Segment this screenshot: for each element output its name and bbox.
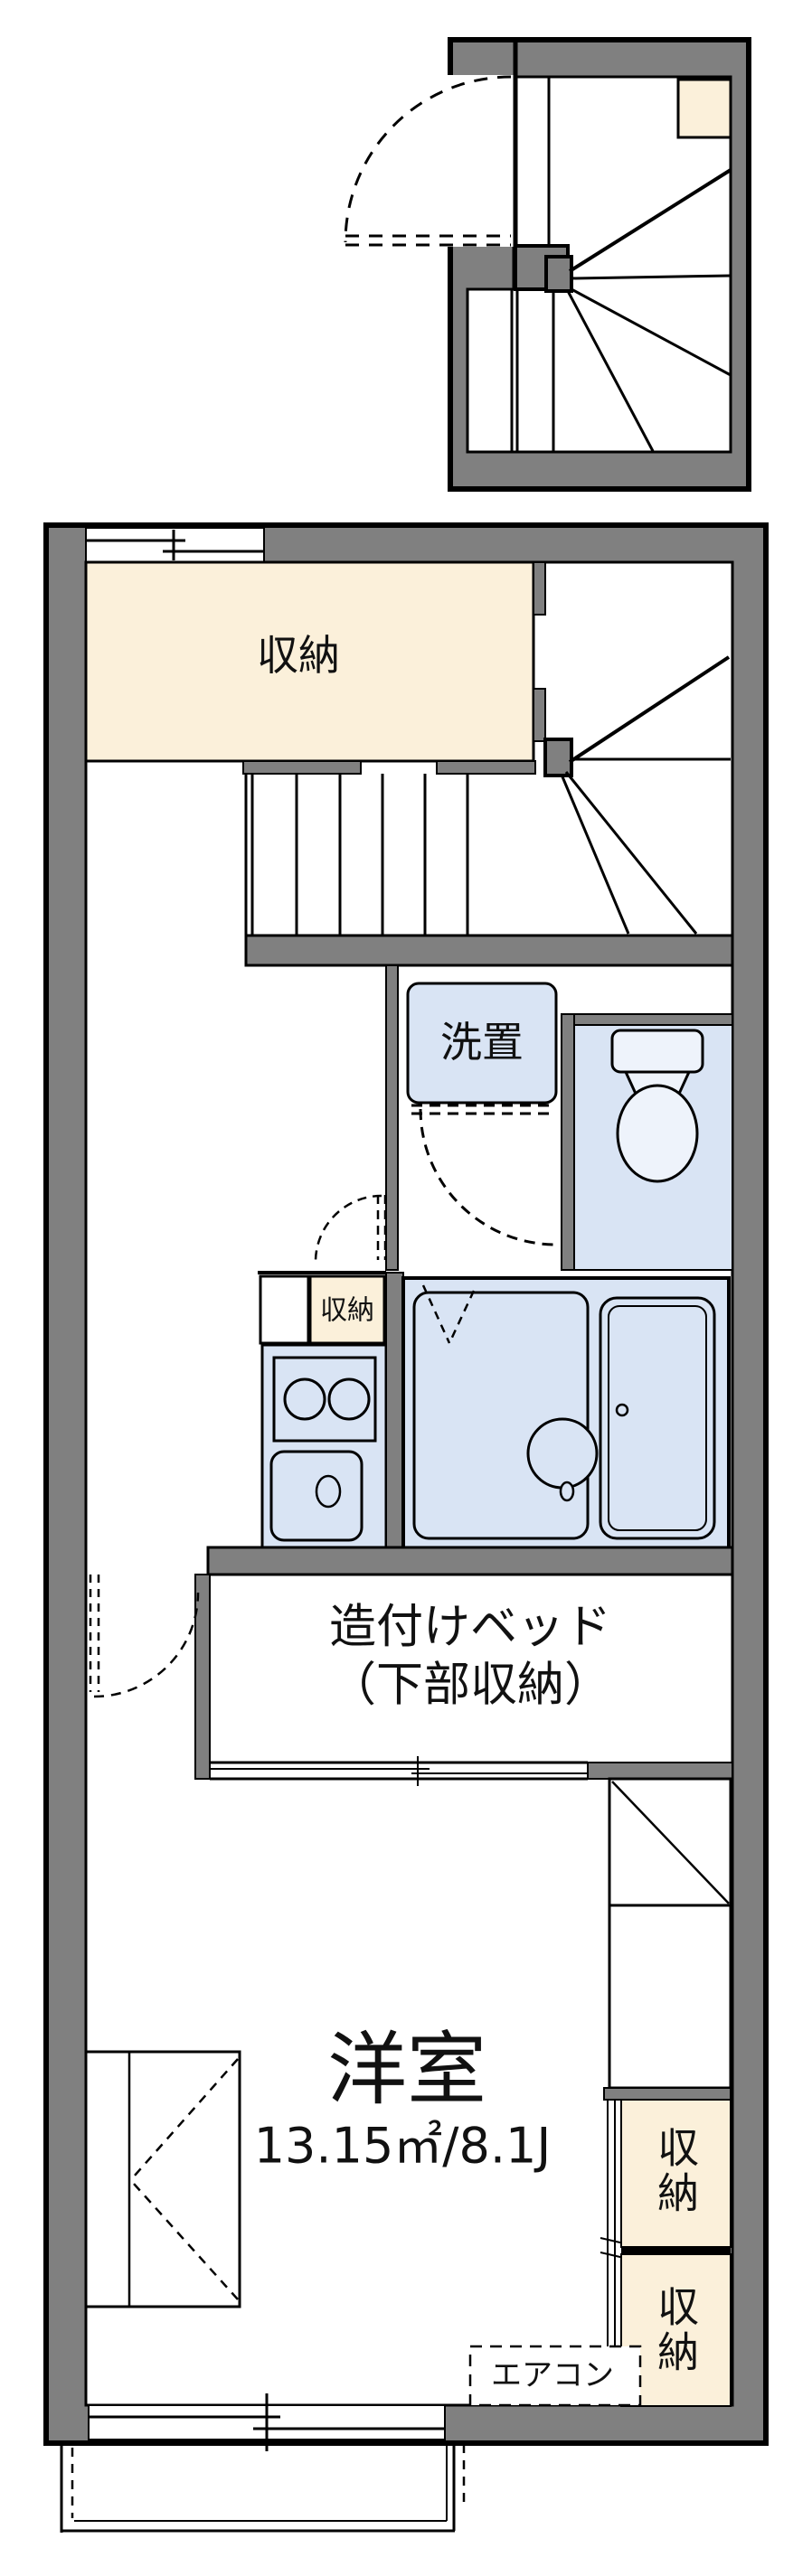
bed-bottom-wall-seg	[587, 1762, 733, 1780]
toilet-left-wall	[561, 1013, 575, 1271]
entrance-step-box	[676, 78, 732, 139]
bath-drain-circle	[526, 1417, 599, 1490]
washroom	[385, 964, 558, 1271]
main-staircase	[244, 655, 734, 967]
top-window	[85, 527, 265, 563]
kitchen-door-arc	[314, 1194, 382, 1263]
kitchen-storage-box	[308, 1274, 386, 1345]
bed-left-wall	[194, 1574, 211, 1780]
bath-folding-door	[421, 1284, 451, 1344]
toilet-room	[561, 1013, 733, 1271]
toilet-shelf-wall	[573, 1013, 733, 1026]
winder-line	[568, 168, 732, 273]
closet-hatch-tick	[600, 2252, 625, 2259]
kitchen-bath-divider	[385, 1272, 404, 1548]
stair-bottom-wall	[244, 934, 734, 967]
sink-drain	[315, 1474, 342, 1509]
winder-line	[571, 287, 732, 377]
storage-room-top	[84, 560, 535, 763]
balcony	[60, 2444, 466, 2533]
storage-stair-divider-upper	[533, 561, 546, 616]
bath-drain-dot	[559, 1481, 575, 1502]
washing-machine-space	[406, 982, 558, 1105]
main-unit	[43, 522, 769, 2451]
stair-hub-wall-main	[543, 738, 573, 777]
storage-stair-divider-lower	[533, 688, 546, 742]
aircon-label: エアコン	[491, 2357, 614, 2394]
bottom-window	[88, 2393, 446, 2451]
stove-burner	[327, 1377, 371, 1421]
bed-top-wall	[206, 1546, 734, 1576]
shower-floor	[412, 1291, 590, 1540]
washroom-door-arc	[419, 1108, 557, 1246]
washroom-left-wall	[385, 964, 399, 1271]
aircon-box	[468, 2345, 642, 2407]
kitchen	[258, 1194, 404, 1549]
laundry-label: 洗置	[440, 1017, 524, 1067]
closet-compartment-lower	[608, 1904, 732, 2090]
bathtub	[599, 1296, 716, 1540]
room-name-label: 洋室	[326, 2022, 487, 2116]
stair-hub-step	[544, 255, 573, 293]
closet-lower-label: 収納	[651, 2285, 701, 2375]
closet-upper-label: 収納	[651, 2126, 701, 2216]
entrance-stair-block	[344, 37, 751, 492]
winder-line	[571, 274, 732, 280]
closet-column	[600, 1777, 732, 2407]
storage-top-label: 収納	[257, 630, 340, 680]
bathroom	[401, 1276, 731, 1551]
kitchen-cabinet	[259, 1274, 310, 1345]
bathtub-inner	[608, 1305, 707, 1531]
entrance-stair-lower	[466, 287, 519, 454]
storage-bottom-wall-right	[436, 760, 536, 775]
room-door-arc	[93, 1592, 200, 1698]
bed-label-line1: 造付けベッド	[328, 1600, 612, 1655]
entrance-door-arc	[344, 75, 512, 243]
room-window-left	[84, 2050, 241, 2308]
closet-hatch-tick	[600, 2237, 625, 2244]
winder-line	[566, 290, 655, 452]
bath-folding-door	[448, 1290, 476, 1344]
storage-bottom-wall-left	[242, 760, 362, 775]
toilet-bowl	[616, 1084, 699, 1183]
storage-box-upper	[620, 2099, 732, 2248]
bathtub-handle-dot	[615, 1403, 629, 1417]
stove-burner	[283, 1377, 326, 1421]
storage-divider-bar	[621, 2247, 731, 2254]
closet-shelf-wall	[603, 2087, 732, 2101]
closet-diagonal	[611, 1781, 730, 1904]
kitchen-storage-label: 収納	[320, 1294, 374, 1327]
toilet-tank	[610, 1029, 704, 1074]
bed-label-line2: （下部収納）	[328, 1658, 612, 1713]
bed-room	[89, 1546, 734, 1786]
entrance-door-opening	[443, 75, 515, 247]
storage-box-lower	[620, 2253, 732, 2407]
room-area-label: 13.15㎡/8.1J	[253, 2117, 552, 2175]
